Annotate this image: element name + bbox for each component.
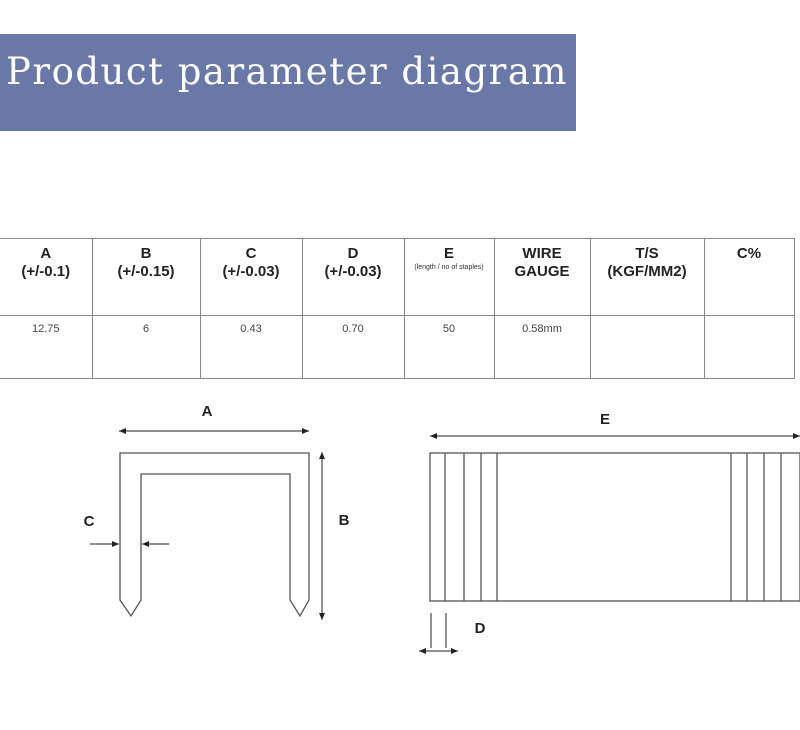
dimension-c: C	[84, 513, 169, 547]
header-name: A	[40, 245, 52, 262]
header-name: D	[347, 245, 359, 262]
header-cell-a: A (+/-0.1)	[0, 238, 93, 316]
title-banner: Product parameter diagram	[0, 34, 576, 131]
value-cell-carbon	[703, 315, 795, 379]
label-e: E	[600, 411, 610, 428]
staple-side-view	[119, 452, 310, 618]
header-name: T/S	[635, 245, 659, 262]
header-sub: (+/-0.15)	[117, 263, 175, 280]
label-c: C	[84, 513, 95, 530]
dimension-a: A	[119, 403, 309, 434]
table-header-row: A (+/-0.1) B (+/-0.15) C (+/-0.03) D (+/…	[0, 238, 795, 316]
header-name: C	[245, 245, 257, 262]
header-cell-e: E (length / no of staples)	[403, 238, 495, 316]
header-cell-wire-gauge: WIRE GAUGE	[493, 238, 591, 316]
dimension-e: E	[430, 411, 800, 439]
staple-strip-view	[429, 452, 800, 602]
header-sub: GAUGE	[514, 263, 570, 280]
value-cell-a: 12.75	[0, 315, 93, 379]
page-title: Product parameter diagram	[6, 50, 569, 93]
header-sub: (+/-0.03)	[324, 263, 382, 280]
header-name: C%	[736, 245, 762, 262]
value-cell-wire-gauge: 0.58mm	[493, 315, 591, 379]
spec-table: A (+/-0.1) B (+/-0.15) C (+/-0.03) D (+/…	[0, 238, 795, 379]
header-name: B	[140, 245, 152, 262]
table-row: 12.75 6 0.43 0.70 50 0.58mm	[0, 315, 795, 379]
value-cell-ts	[589, 315, 705, 379]
header-sub: (KGF/MM2)	[607, 263, 687, 280]
header-sub: (+/-0.1)	[21, 263, 71, 280]
dimension-d: D	[419, 613, 486, 654]
value-cell-d: 0.70	[301, 315, 405, 379]
header-cell-c: C (+/-0.03)	[199, 238, 303, 316]
header-cell-carbon: C%	[703, 238, 795, 316]
header-sub: (+/-0.03)	[222, 263, 280, 280]
header-cell-d: D (+/-0.03)	[301, 238, 405, 316]
header-sub: (length / no of staples)	[414, 264, 484, 271]
value-cell-b: 6	[91, 315, 201, 379]
header-name: WIRE	[522, 245, 562, 262]
label-a: A	[202, 403, 213, 420]
value-cell-e: 50	[403, 315, 495, 379]
label-d: D	[475, 620, 486, 637]
dimension-b: B	[319, 452, 350, 620]
header-cell-ts: T/S (KGF/MM2)	[589, 238, 705, 316]
header-name: E	[443, 245, 454, 262]
label-b: B	[339, 512, 350, 529]
